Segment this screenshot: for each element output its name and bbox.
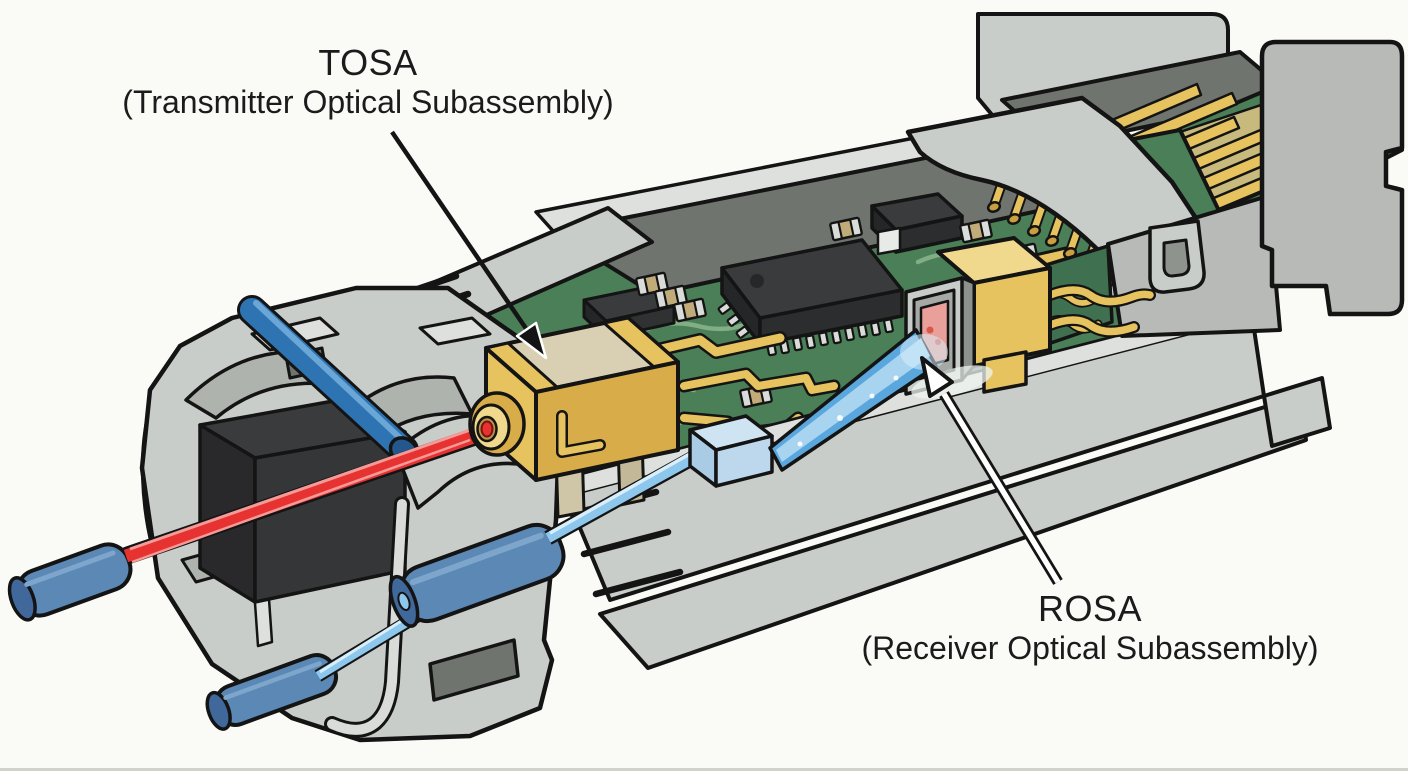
rosa-callout-arrow: [920, 356, 1063, 585]
tosa-lead: [680, 370, 838, 394]
tosa-front-bracket: [558, 412, 604, 456]
header-pin-tip: [986, 201, 1002, 213]
rosa-lens-glint: [926, 326, 934, 334]
boot-highlight: [223, 661, 322, 700]
arrow-shaft: [390, 130, 529, 332]
rosa-expansion: (Receiver Optical Subassembly): [861, 629, 1319, 666]
fiber-splice-block: [688, 414, 774, 488]
qfp-pin: [883, 318, 894, 334]
tosa-assembly: [468, 316, 680, 519]
tx-beam-streak: [129, 419, 497, 551]
fiber-tube: [237, 295, 420, 466]
beam-glow: [900, 334, 948, 370]
tosa-expansion: (Transmitter Optical Subassembly): [122, 83, 614, 120]
tosa-callout-label: TOSA (Transmitter Optical Subassembly): [64, 42, 672, 121]
fiber-sleeve: [388, 523, 566, 628]
fiber-tube-highlight: [253, 300, 403, 441]
emi-fin-slot: [592, 568, 684, 598]
rosa-acronym: ROSA: [1037, 588, 1143, 629]
rosa-lead: [1046, 316, 1138, 336]
tosa-acronym: TOSA: [318, 42, 418, 83]
latch-bail-wire: [327, 499, 407, 735]
tx-fiber: [7, 419, 503, 622]
tx-beam-streak: [131, 438, 471, 564]
beam-sparkle: [869, 393, 875, 399]
beam-sparkle: [837, 415, 843, 421]
qfp-pin1-dot: [750, 274, 764, 288]
header-pin-tip: [1044, 235, 1060, 247]
tx-laser-beam: [123, 421, 503, 563]
qfp-pin: [857, 323, 868, 339]
sleeve-fiber-entry: [397, 591, 411, 612]
lc-receptacle-block: [253, 430, 407, 604]
boot-end-cap: [205, 690, 232, 731]
rosa-callout-label: ROSA (Receiver Optical Subassembly): [792, 588, 1388, 667]
beam-sparkle: [797, 441, 803, 447]
rosa-front-face: [972, 266, 1052, 368]
arrow-head: [920, 356, 954, 398]
tosa-callout-arrow: [390, 130, 548, 360]
boot-end-cap: [7, 576, 37, 622]
tx-beam-entry: [480, 420, 494, 438]
housing-hole: [428, 638, 520, 702]
qfp-pin: [792, 336, 803, 352]
rx-fiber-strand: [545, 447, 707, 543]
controller-ic: [717, 238, 904, 357]
retainer-clip-hole: [1162, 238, 1191, 278]
rear-side-plate: [1259, 39, 1405, 317]
soic-chip: [870, 192, 964, 256]
rosa-lead: [1046, 286, 1154, 306]
qfp-pin: [818, 331, 829, 347]
front-housing: [139, 285, 563, 743]
beam-sparkle: [893, 375, 899, 381]
tx-fiber-boot: [7, 542, 133, 622]
copper-trace: [627, 333, 785, 361]
boot-highlight: [24, 550, 116, 587]
fiber-tube-body: [240, 298, 416, 462]
sleeve-highlight: [409, 532, 544, 586]
rx-light-beam-core: [776, 338, 930, 462]
qfp-top: [720, 238, 904, 320]
emi-fin-slot: [580, 528, 672, 558]
housing-step: [418, 316, 492, 346]
soic-tab: [876, 226, 902, 256]
header-pin-tip: [1026, 225, 1042, 237]
arrow-shaft: [941, 392, 1061, 584]
splice-side: [714, 434, 774, 488]
header-pin-tip: [1006, 213, 1022, 225]
qfp-pin: [870, 321, 881, 337]
qfp-pin: [844, 326, 855, 342]
rosa-spacer: [960, 276, 976, 382]
rx-fiber: [205, 328, 993, 731]
arrow-head: [515, 321, 548, 360]
qfp-pin: [831, 329, 842, 345]
rx-fiber-core: [549, 445, 703, 535]
housing-rail-extension: [1262, 376, 1332, 448]
qfp-pin: [805, 334, 816, 350]
rx-fiber-boot: [205, 653, 339, 731]
